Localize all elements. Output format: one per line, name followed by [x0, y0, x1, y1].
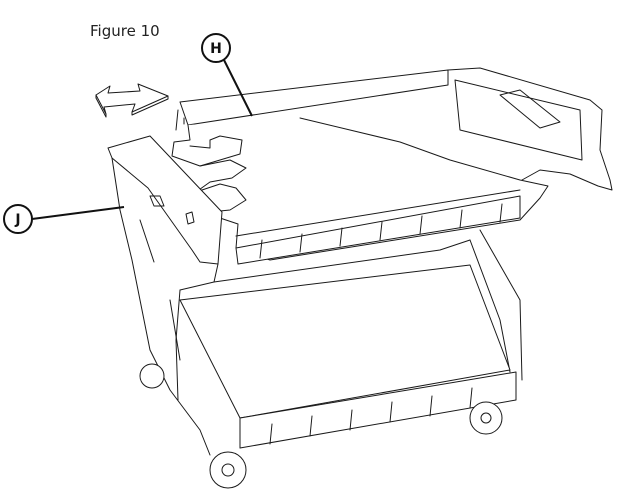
callout-j: J: [3, 204, 125, 234]
cart-frame: [169, 229, 523, 401]
callout-h: H: [201, 33, 253, 117]
top-shelf: [171, 67, 613, 265]
wheels: [139, 363, 503, 489]
bottom-shelf: [179, 264, 517, 449]
callout-label-h: H: [210, 41, 222, 57]
figure-title: Figure 10: [90, 22, 160, 40]
double-arrow-icon: [95, 83, 169, 118]
callout-label-j: J: [14, 212, 20, 228]
handle-panel: [107, 135, 223, 456]
